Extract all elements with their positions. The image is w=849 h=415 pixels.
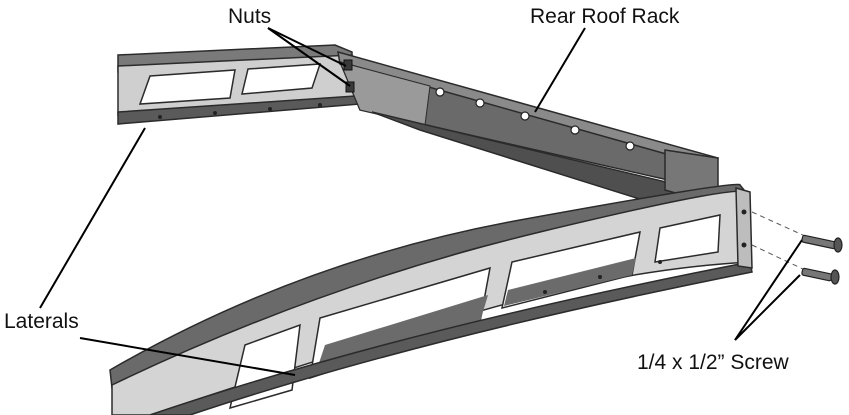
leader-lines xyxy=(39,27,803,376)
screw-lower xyxy=(801,267,840,285)
leader-laterals-1 xyxy=(39,127,146,309)
leader-laterals-2 xyxy=(79,337,296,376)
leader-screw-1 xyxy=(734,239,803,341)
front-lateral-arm xyxy=(109,183,753,415)
screw-upper xyxy=(801,234,843,253)
label-screw: 1/4 x 1/2” Screw xyxy=(637,351,790,374)
leader-screw-2 xyxy=(734,274,801,341)
label-rear-roof-rack: Rear Roof Rack xyxy=(530,5,680,28)
screws xyxy=(751,211,843,285)
leader-nuts-1 xyxy=(267,27,347,67)
label-laterals: Laterals xyxy=(4,310,79,333)
leader-rear-roof-rack xyxy=(534,27,586,113)
label-nuts: Nuts xyxy=(228,5,271,28)
leader-nuts-2 xyxy=(267,27,351,87)
rear-lateral-arm xyxy=(117,44,362,125)
rear-roof-rack xyxy=(337,50,719,219)
